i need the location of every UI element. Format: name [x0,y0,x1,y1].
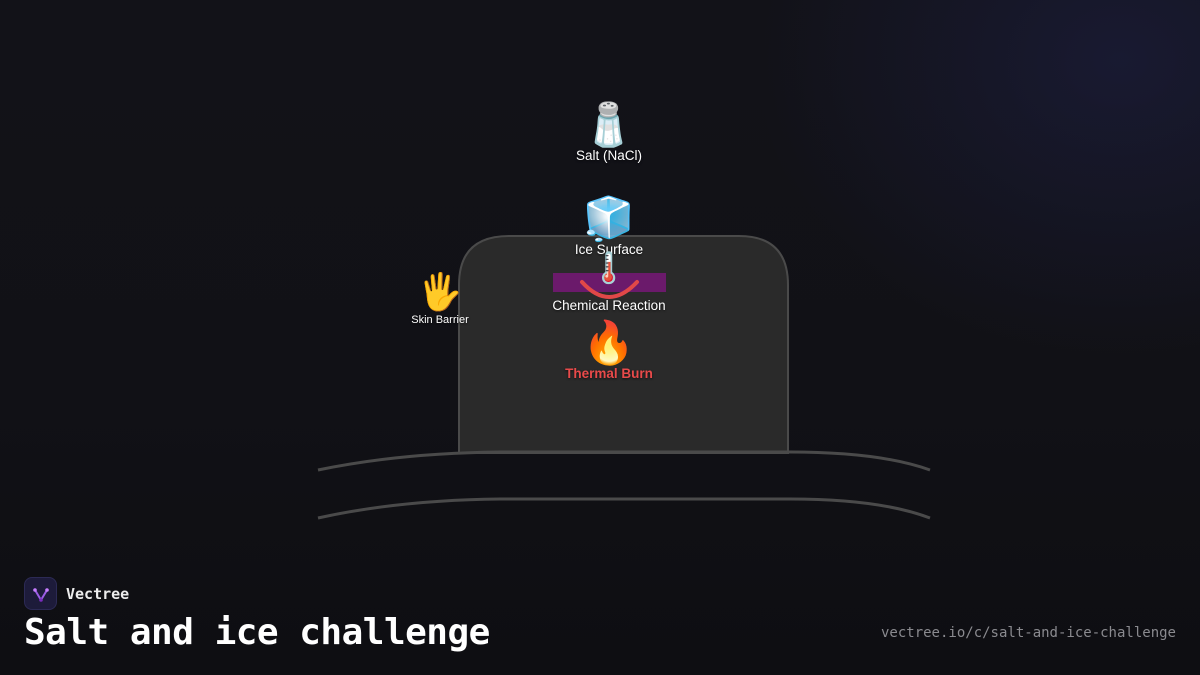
vectree-logo-icon [24,577,57,610]
fire-icon: 🔥 [582,319,636,366]
surface-curve-upper [317,450,931,472]
brand-name: Vectree [66,584,130,603]
reaction-label: Chemical Reaction [552,298,666,313]
brand[interactable]: Vectree [24,577,129,610]
thermometer-icon: 🌡️ [590,252,628,285]
salt-node: 🧂 Salt (NaCl) [576,102,642,164]
hand-icon: 🖐️ [417,271,463,312]
salt-label: Salt (NaCl) [575,148,643,163]
surface-curve-lower [317,497,931,520]
ice-cube-icon: 🧊 [582,195,636,242]
ice-node: 🧊 Ice Surface [575,196,643,258]
burn-label: Thermal Burn [565,366,653,381]
skin-node: 🖐️ Skin Barrier [411,272,468,328]
ice-label: Ice Surface [574,242,644,257]
burn-node: 🔥 Thermal Burn [565,320,653,382]
skin-label: Skin Barrier [411,314,469,326]
page-title: Salt and ice challenge [24,612,490,653]
salt-shaker-icon: 🧂 [582,101,636,148]
page-url-link[interactable]: vectree.io/c/salt-and-ice-challenge [880,625,1176,641]
reaction-node: Chemical Reaction [552,298,665,314]
container-shape [458,235,789,454]
